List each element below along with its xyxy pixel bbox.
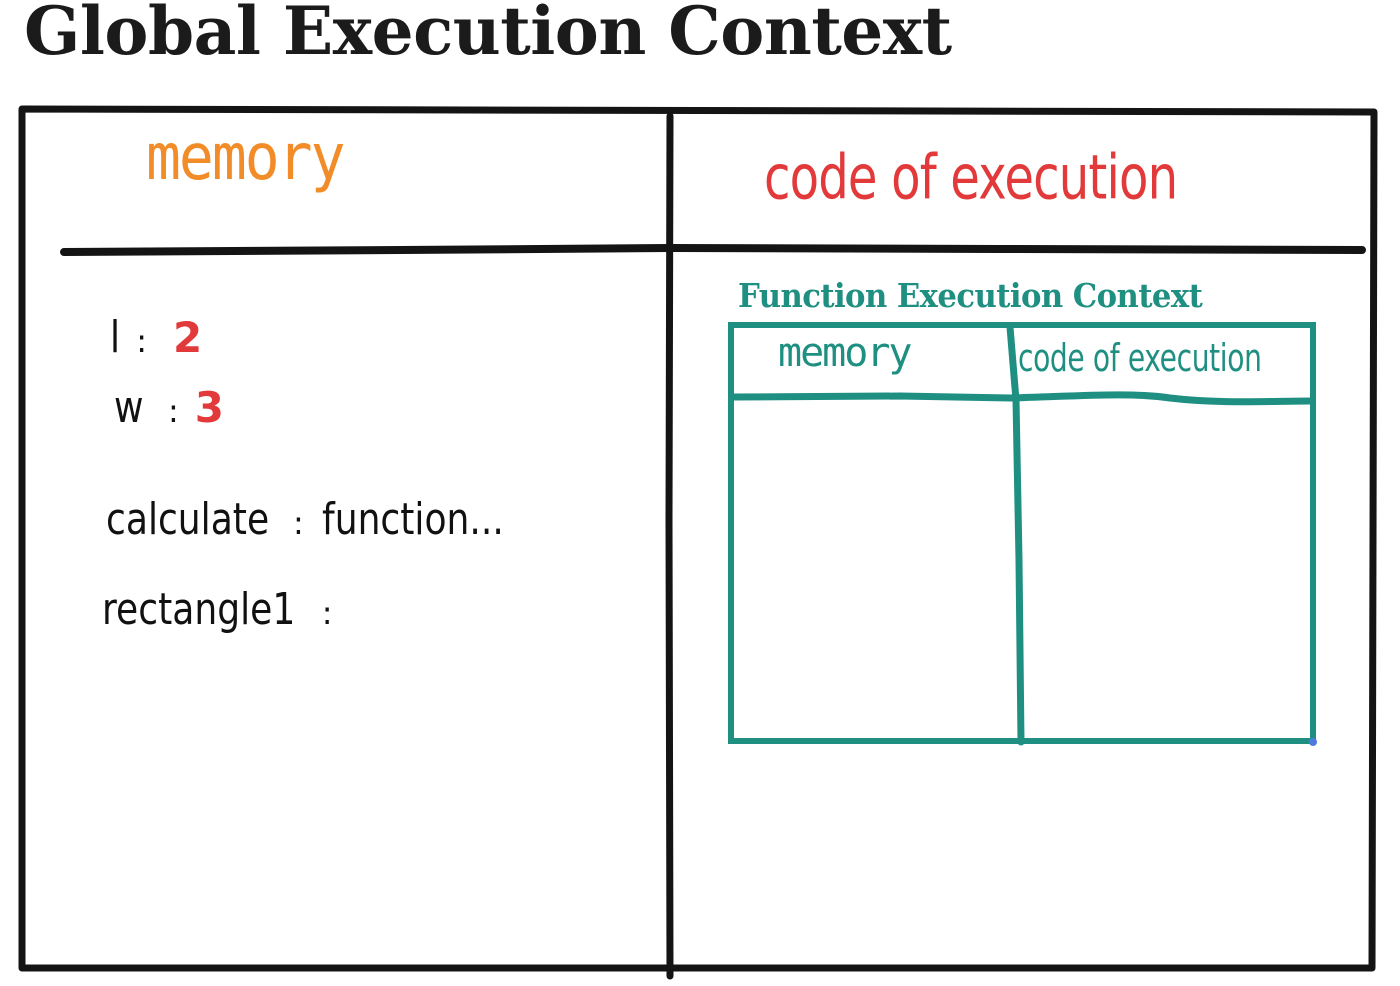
memory-entry: l : 2: [110, 312, 202, 363]
global-context-header-line: [60, 243, 1366, 256]
memory-entry-separator: :: [292, 504, 304, 542]
memory-entry-separator: :: [321, 594, 333, 632]
global-code-heading: code of execution: [764, 142, 1178, 214]
memory-entry-value: 2: [173, 313, 203, 362]
selection-handle: [1309, 738, 1317, 746]
memory-entry: calculate : function...: [106, 494, 543, 545]
function-memory-heading: memory: [778, 330, 912, 376]
memory-entry-name: calculate: [106, 494, 270, 545]
memory-entry: w : 3: [114, 382, 224, 433]
function-context-header-line: [729, 391, 1315, 406]
function-context-divider: [1006, 323, 1025, 746]
memory-entry-name: rectangle1: [102, 584, 296, 635]
memory-entry: rectangle1 :: [102, 584, 351, 635]
memory-entry-name: l: [110, 312, 121, 363]
global-memory-heading: memory: [146, 119, 346, 195]
diagram-title: Global Execution Context: [24, 0, 952, 70]
memory-entry-name: w: [114, 382, 144, 433]
function-code-heading: code of execution: [1018, 336, 1262, 380]
memory-entry-separator: :: [136, 322, 148, 360]
function-context-title: Function Execution Context: [738, 276, 1203, 315]
memory-entry-value: 3: [194, 383, 225, 432]
global-context-box: [18, 105, 1378, 972]
memory-entry-separator: :: [168, 392, 179, 430]
memory-entry-value: function...: [321, 494, 504, 545]
